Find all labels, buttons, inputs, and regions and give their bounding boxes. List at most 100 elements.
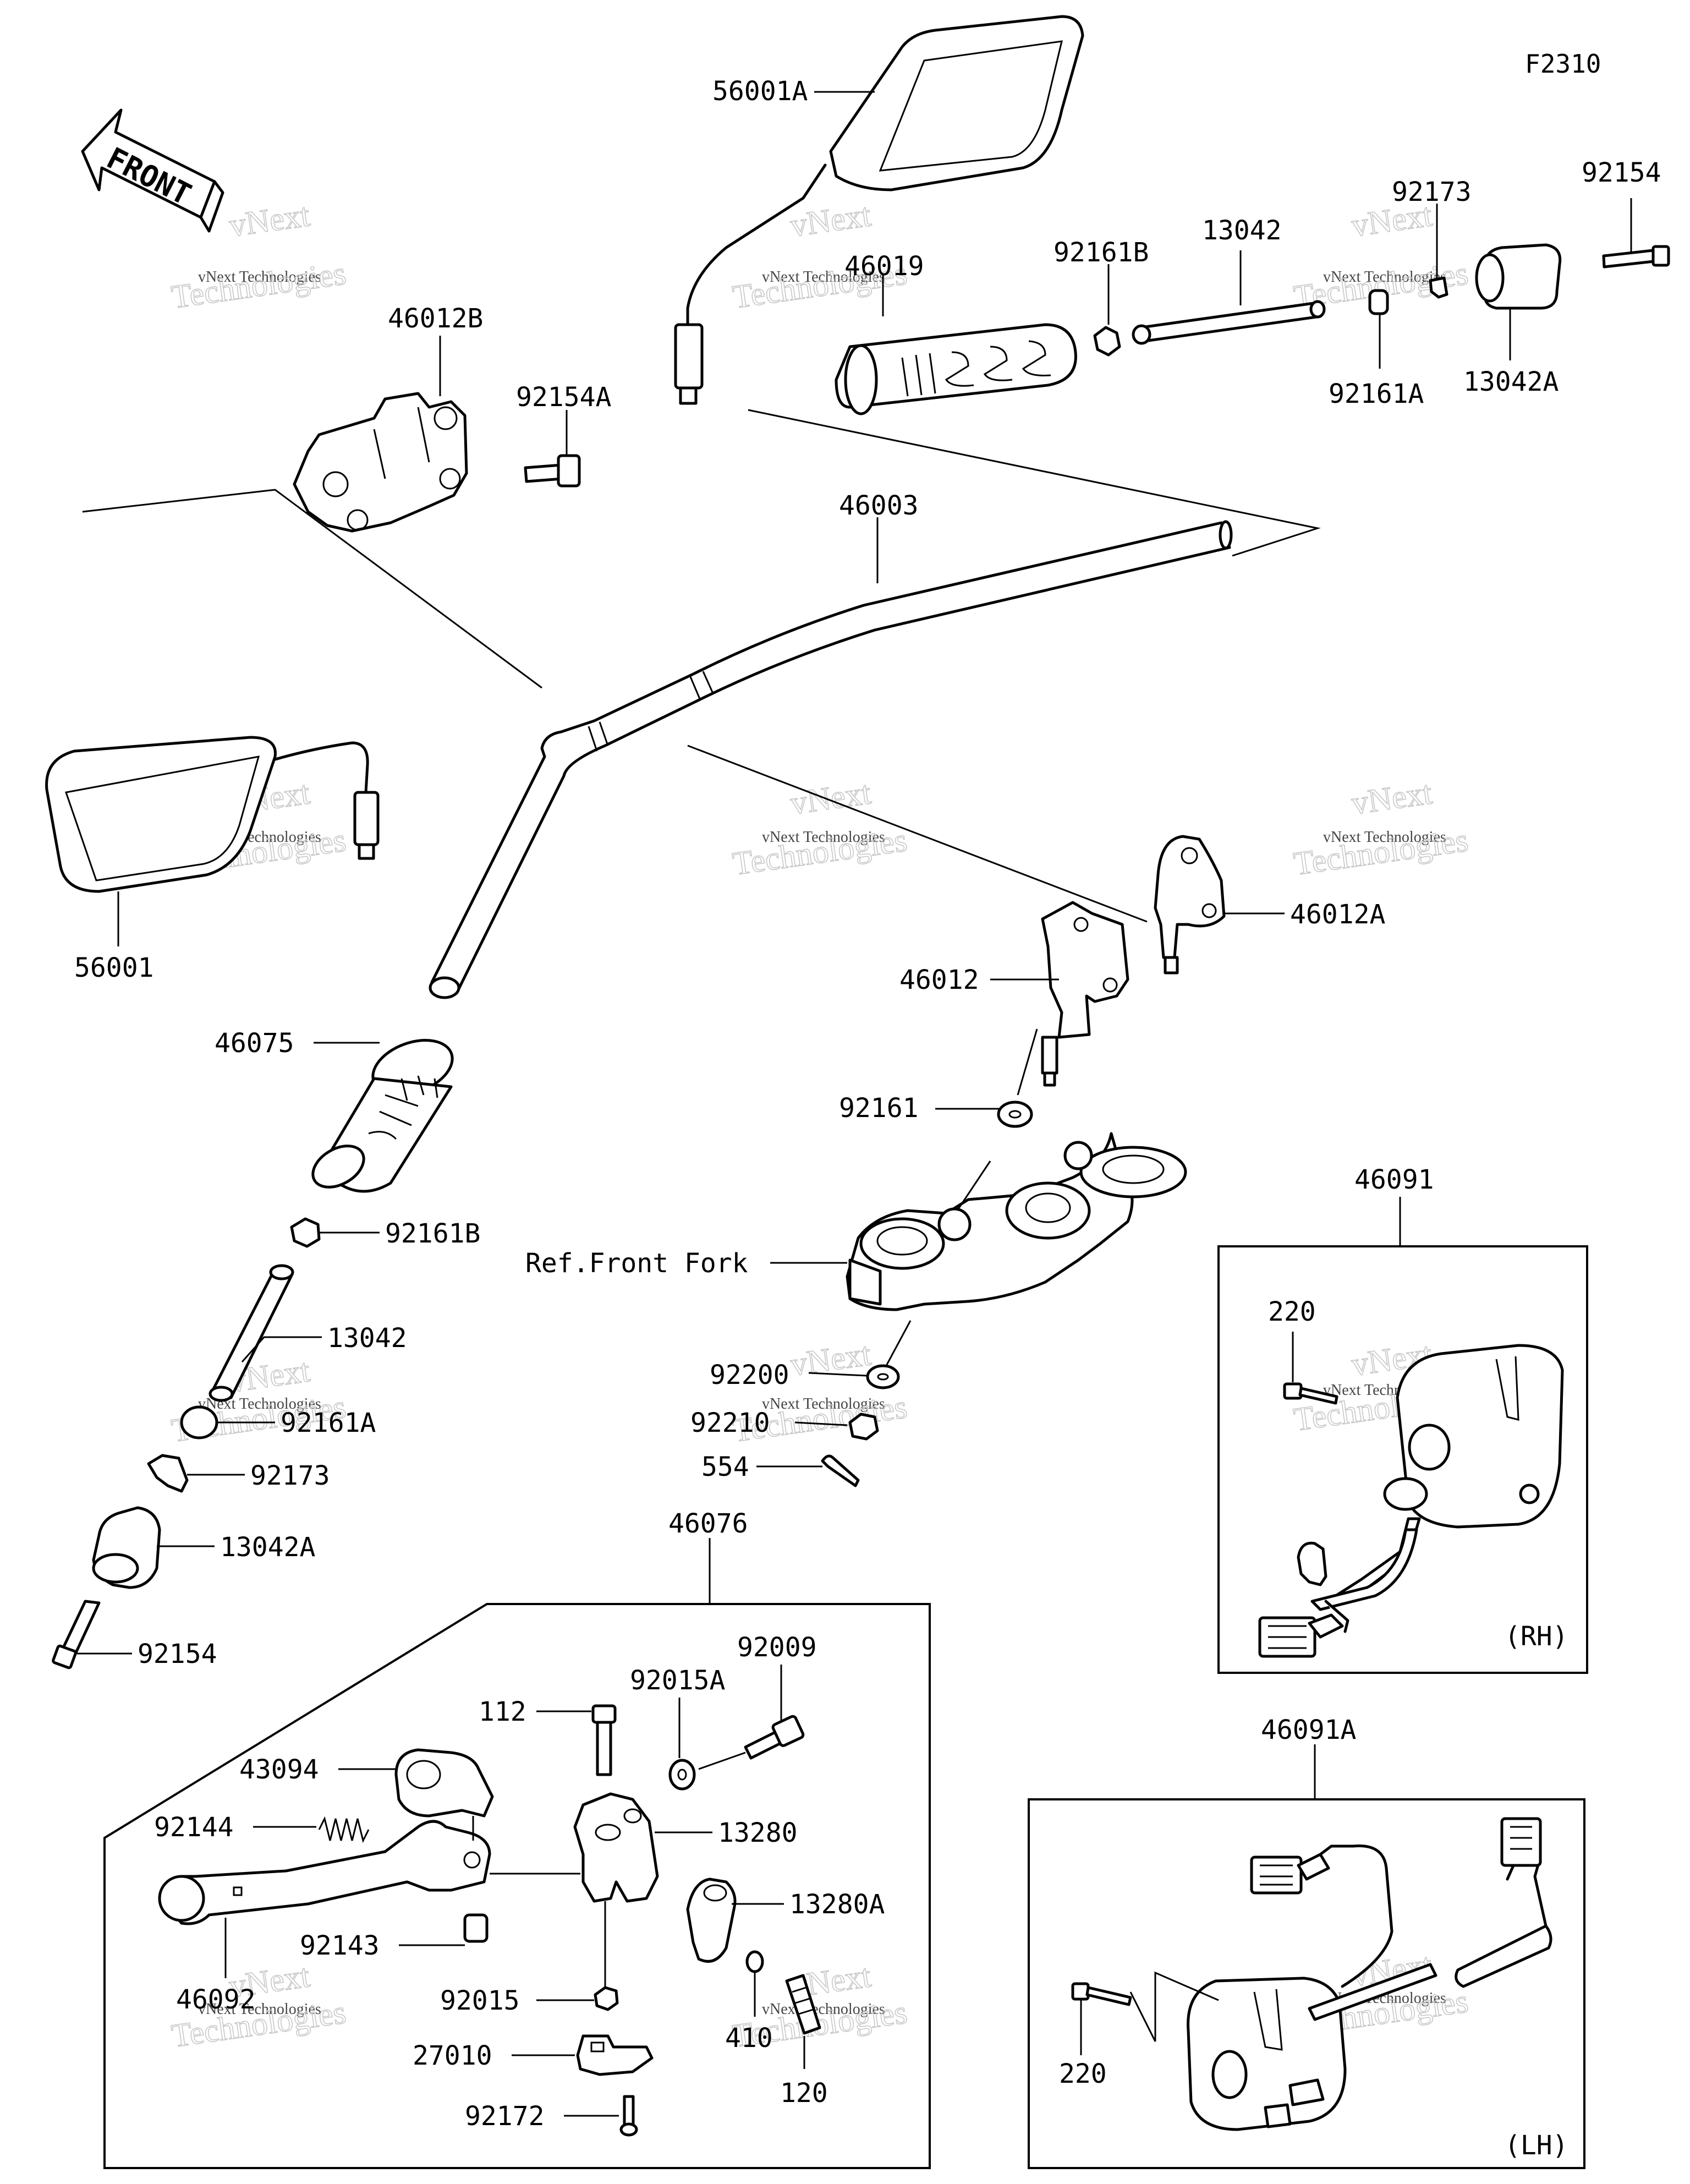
part-43094-icon: [394, 1748, 494, 1818]
label-46091: 46091: [1354, 1164, 1434, 1195]
label-554: 554: [701, 1452, 749, 1482]
screw-220-rh-icon: [1283, 1382, 1338, 1405]
washer-92015A-icon: [668, 1759, 696, 1791]
label-92172: 92172: [465, 2101, 545, 2132]
svg-text:vNext Technologies: vNext Technologies: [1323, 829, 1446, 846]
label-92210: 92210: [690, 1408, 770, 1438]
weight-rod-13042-right-icon: [1132, 300, 1326, 345]
label-ref-front-fork: Ref.Front Fork: [525, 1248, 748, 1279]
svg-text:vNext: vNext: [788, 774, 874, 822]
bolt-112-icon: [591, 1704, 617, 1776]
label-92154A: 92154A: [516, 382, 611, 413]
label-46003: 46003: [839, 490, 919, 521]
screw-92172-icon: [619, 2095, 638, 2137]
svg-text:vNext Technologies: vNext Technologies: [762, 269, 885, 286]
box-46091A-lh: [1028, 1798, 1585, 2169]
label-46091A: 46091A: [1261, 1715, 1356, 1745]
label-92161A-left: 92161A: [281, 1408, 376, 1438]
bar-end-13042A-right-icon: [1475, 243, 1562, 310]
svg-text:vNext Technologies: vNext Technologies: [198, 2001, 321, 2018]
label-92173-right: 92173: [1392, 177, 1472, 207]
svg-text:Technologies: Technologies: [169, 255, 348, 315]
label-13042-right: 13042: [1202, 215, 1282, 246]
clip-92173-left-icon: [147, 1454, 189, 1493]
screw-120-icon: [785, 1974, 821, 2035]
label-92009: 92009: [737, 1632, 817, 1663]
label-92015: 92015: [440, 1985, 520, 2016]
label-92161: 92161: [839, 1093, 919, 1124]
screw-220-lh-icon: [1071, 1982, 1132, 2006]
label-92200: 92200: [710, 1360, 789, 1391]
front-arrow-icon: FRONT: [81, 108, 224, 233]
handlebar-46003-icon: [429, 520, 1233, 999]
ring-410-icon: [745, 1950, 764, 1973]
label-92154-left: 92154: [138, 1639, 217, 1670]
box-46076: [103, 1603, 931, 2169]
label-13280: 13280: [718, 1818, 798, 1848]
label-92161B-right: 92161B: [1053, 237, 1149, 268]
label-46076: 46076: [668, 1508, 748, 1539]
lh-label: (LH): [1505, 2130, 1568, 2161]
label-46075: 46075: [215, 1028, 294, 1059]
label-13042A-right: 13042A: [1463, 366, 1559, 397]
grip-left-icon: [311, 1039, 454, 1193]
box-46091-rh: [1217, 1245, 1588, 1674]
label-46012B: 46012B: [388, 303, 483, 334]
nut-92015-icon: [594, 1986, 619, 2011]
weight-rod-13042-left-icon: [208, 1264, 294, 1402]
bracket-13280-icon: [573, 1792, 659, 1903]
washer-92161-icon: [997, 1101, 1033, 1128]
pin-554-icon: [821, 1454, 860, 1487]
clip-92173-right-icon: [1429, 276, 1448, 299]
label-112: 112: [479, 1696, 526, 1727]
rh-label: (RH): [1505, 1621, 1568, 1652]
label-92015A: 92015A: [630, 1665, 725, 1696]
mirror-right-icon: [674, 15, 1084, 405]
collar-92161A-right-icon: [1368, 289, 1389, 315]
top-yoke-icon: [846, 1132, 1187, 1311]
svg-text:vNext: vNext: [1349, 774, 1435, 822]
washer-92200-icon: [866, 1364, 900, 1389]
label-56001A: 56001A: [712, 76, 808, 107]
svg-text:vNext: vNext: [227, 196, 312, 244]
label-220-lh: 220: [1059, 2059, 1107, 2089]
label-27010: 27010: [413, 2040, 492, 2071]
label-46092: 46092: [176, 1984, 256, 2015]
svg-text:vNext Technologies: vNext Technologies: [1323, 269, 1446, 286]
collar-92161A-left-icon: [180, 1405, 218, 1439]
label-92173-left: 92173: [250, 1460, 330, 1491]
part-13280A-icon: [686, 1878, 737, 1963]
nut-92210-icon: [848, 1413, 879, 1441]
lever-46092-icon: [158, 1820, 491, 1925]
bar-end-13042A-left-icon: [92, 1506, 161, 1589]
svg-text:vNext Technologies: vNext Technologies: [762, 1395, 885, 1413]
label-92144: 92144: [154, 1812, 234, 1843]
label-56001: 56001: [74, 953, 154, 983]
clamp-46012-icon: [1041, 901, 1129, 1087]
label-92143: 92143: [300, 1930, 380, 1961]
label-120: 120: [780, 2078, 828, 2109]
svg-text:vNext Technologies: vNext Technologies: [198, 269, 321, 286]
bolt-92154-left-icon: [52, 1600, 101, 1670]
label-92161A-right: 92161A: [1329, 379, 1424, 409]
bolt-92154-right-icon: [1602, 245, 1670, 269]
label-92154-right: 92154: [1582, 157, 1661, 188]
nut-92161B-right-icon: [1093, 326, 1121, 357]
label-46012: 46012: [899, 965, 979, 995]
label-220-rh: 220: [1268, 1296, 1316, 1327]
label-13042-left: 13042: [327, 1323, 407, 1354]
svg-text:vNext Technologies: vNext Technologies: [762, 829, 885, 846]
label-92161B-left: 92161B: [385, 1218, 480, 1249]
svg-text:vNext: vNext: [788, 196, 874, 244]
spring-92144-icon: [318, 1816, 370, 1843]
label-410: 410: [725, 2023, 773, 2054]
bolt-92009-icon: [744, 1715, 805, 1760]
clamp-46012A-icon: [1154, 835, 1226, 975]
figure-code: F2310: [1525, 49, 1601, 79]
label-46019: 46019: [844, 251, 924, 282]
switch-27010-icon: [576, 2034, 654, 2076]
label-13280A: 13280A: [789, 1889, 885, 1920]
mirror-left-icon: [45, 736, 380, 893]
nut-92161B-left-icon: [290, 1217, 321, 1248]
